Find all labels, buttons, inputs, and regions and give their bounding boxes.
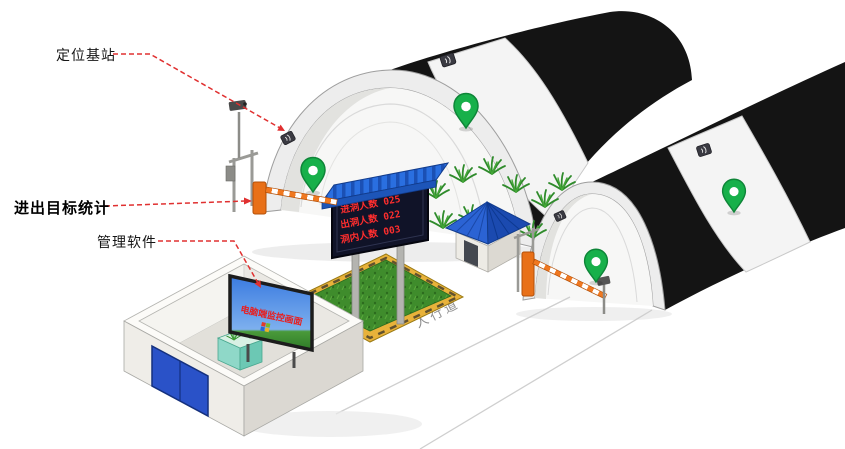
control-room-building: 电脑端监控画面 — [123, 255, 422, 437]
label-base-station: 定位基站 — [56, 47, 116, 63]
walkway-edge-1 — [335, 296, 571, 415]
building-wall-front-right — [243, 320, 364, 437]
kiosk-door — [464, 240, 478, 267]
connector-inout-stats — [104, 200, 247, 207]
entry-gate-b — [513, 227, 611, 314]
info-kiosk — [444, 201, 532, 273]
reader-panel — [225, 165, 236, 182]
building-shadow — [238, 411, 422, 437]
arrowhead — [277, 124, 285, 131]
barrier-post — [521, 251, 535, 297]
tunnel-b-lining-arc — [547, 207, 638, 303]
tunnel-a-lining-arc-2 — [319, 121, 465, 237]
entry-gate-a — [225, 99, 338, 215]
barrier-arm — [532, 258, 608, 300]
annotation-connectors — [104, 53, 281, 284]
arrowhead — [244, 197, 252, 205]
walkway-edge-2 — [419, 309, 653, 449]
fish-tank — [216, 329, 264, 371]
cctv-camera-icon — [228, 99, 247, 111]
led-display-board: 进洞人数 025 出洞人数 022 洞内人数 003 — [320, 162, 450, 333]
screen-stand — [246, 344, 296, 368]
screen-frame — [228, 273, 314, 353]
barrier-arm — [264, 186, 338, 206]
screen-panel — [230, 276, 312, 350]
camera-lens — [243, 102, 247, 106]
led-board-roof-fascia — [321, 179, 437, 210]
monitor-screen: 电脑端监控画面 — [228, 273, 314, 368]
tunnel-a-interior-shade — [281, 88, 390, 212]
tunnel-b-ground-shadow — [516, 307, 672, 321]
label-management-software: 管理软件 — [97, 234, 157, 250]
kiosk-roof-right-ribs — [486, 201, 520, 240]
arrowhead — [254, 280, 261, 288]
connector-base-station — [113, 53, 281, 129]
kiosk-roof-left-ribs — [455, 201, 488, 241]
label-inout-stats: 进出目标统计 — [14, 200, 111, 217]
os-logo-icon — [260, 322, 271, 333]
annotation-arrowheads — [244, 124, 285, 288]
barrier-post — [252, 181, 267, 215]
connector-software — [158, 240, 259, 284]
